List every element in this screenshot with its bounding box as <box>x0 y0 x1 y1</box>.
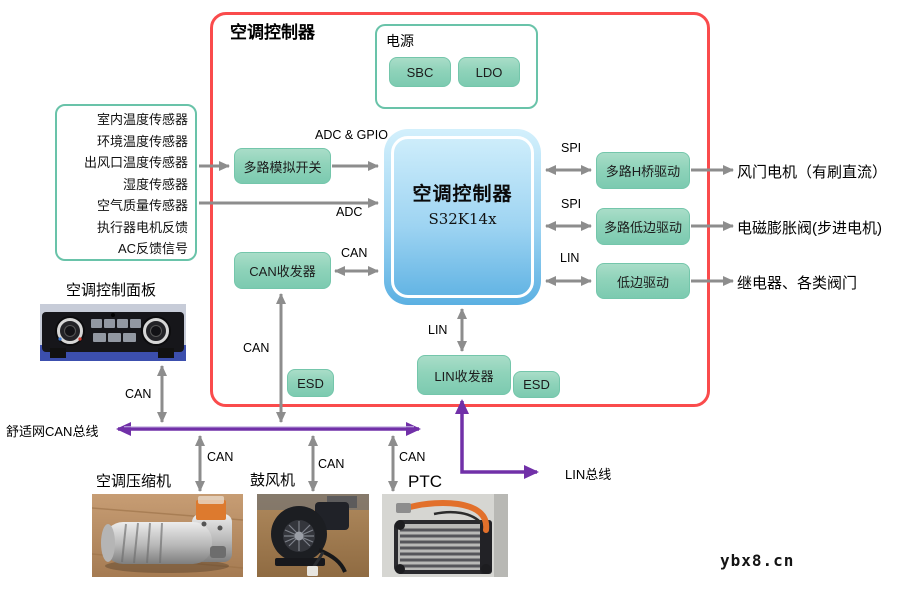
power-section: 电源 SBC LDO <box>375 24 538 109</box>
label-adc-gpio: ADC & GPIO <box>315 128 388 142</box>
label-can-mcu: CAN <box>341 246 368 260</box>
label-can-panel: CAN <box>125 387 152 401</box>
sensor-line: 室内温度传感器 <box>96 112 188 127</box>
sensor-line: 执行器电机反馈 <box>96 219 188 235</box>
low-side-driver-block: 低边驱动 <box>596 263 690 299</box>
ldo-block: LDO <box>458 57 520 87</box>
analog-switch-block: 多路模拟开关 <box>234 148 331 184</box>
esd-right-block: ESD <box>513 371 560 398</box>
blower-photo <box>257 494 369 577</box>
ac-control-panel-photo <box>40 304 186 361</box>
ptc-heater-photo <box>382 494 508 577</box>
sensor-line: 湿度传感器 <box>122 176 188 192</box>
lin-bus-label: LIN总线 <box>565 467 612 482</box>
sensor-line: 环境温度传感器 <box>96 133 188 149</box>
sensor-input-list: 室内温度传感器 环境温度传感器 出风口温度传感器 湿度传感器 空气质量传感器 执… <box>55 104 197 261</box>
label-spi-1: SPI <box>561 141 582 155</box>
site-watermark: ybx8.cn <box>720 551 795 570</box>
label-can-compressor: CAN <box>207 450 234 464</box>
label-spi-2: SPI <box>561 197 582 211</box>
enclosure-title: 空调控制器 <box>230 23 315 42</box>
mcu-title: 空调控制器 <box>412 183 513 205</box>
esd-left-block: ESD <box>287 369 334 397</box>
multi-low-side-driver-block: 多路低边驱动 <box>596 208 690 245</box>
compressor-label: 空调压缩机 <box>96 473 172 490</box>
label-can-blower: CAN <box>318 457 345 471</box>
comfort-bus-label: 舒适网CAN总线 <box>6 424 99 439</box>
ptc-label: PTC <box>408 472 442 491</box>
mcu-part-number: S32K14x <box>428 209 497 228</box>
label-lin-right: LIN <box>560 251 580 265</box>
output-relays-valves: 继电器、各类阀门 <box>737 275 858 292</box>
sensor-line: 出风口温度传感器 <box>83 155 188 170</box>
h-bridge-driver-block: 多路H桥驱动 <box>596 152 690 189</box>
output-expansion-valve: 电磁膨胀阀(步进电机) <box>737 220 882 237</box>
label-lin-down: LIN <box>428 323 448 337</box>
can-transceiver-block: CAN收发器 <box>234 252 331 289</box>
power-label: 电源 <box>386 33 414 49</box>
output-damper-motor: 风门电机（有刷直流） <box>737 164 888 181</box>
label-adc: ADC <box>336 205 363 219</box>
blower-label: 鼓风机 <box>250 472 296 489</box>
sbc-block: SBC <box>389 57 451 87</box>
panel-label: 空调控制面板 <box>66 282 157 299</box>
label-can-ptc: CAN <box>399 450 426 464</box>
sensor-line: 空气质量传感器 <box>96 198 188 213</box>
lin-transceiver-block: LIN收发器 <box>417 355 511 395</box>
compressor-photo <box>92 494 243 577</box>
label-can-vertical: CAN <box>243 341 270 355</box>
sensor-line: AC反馈信号 <box>117 241 188 256</box>
lin-bus-line <box>455 399 539 479</box>
mcu-block: 空调控制器 S32K14x <box>384 129 541 305</box>
